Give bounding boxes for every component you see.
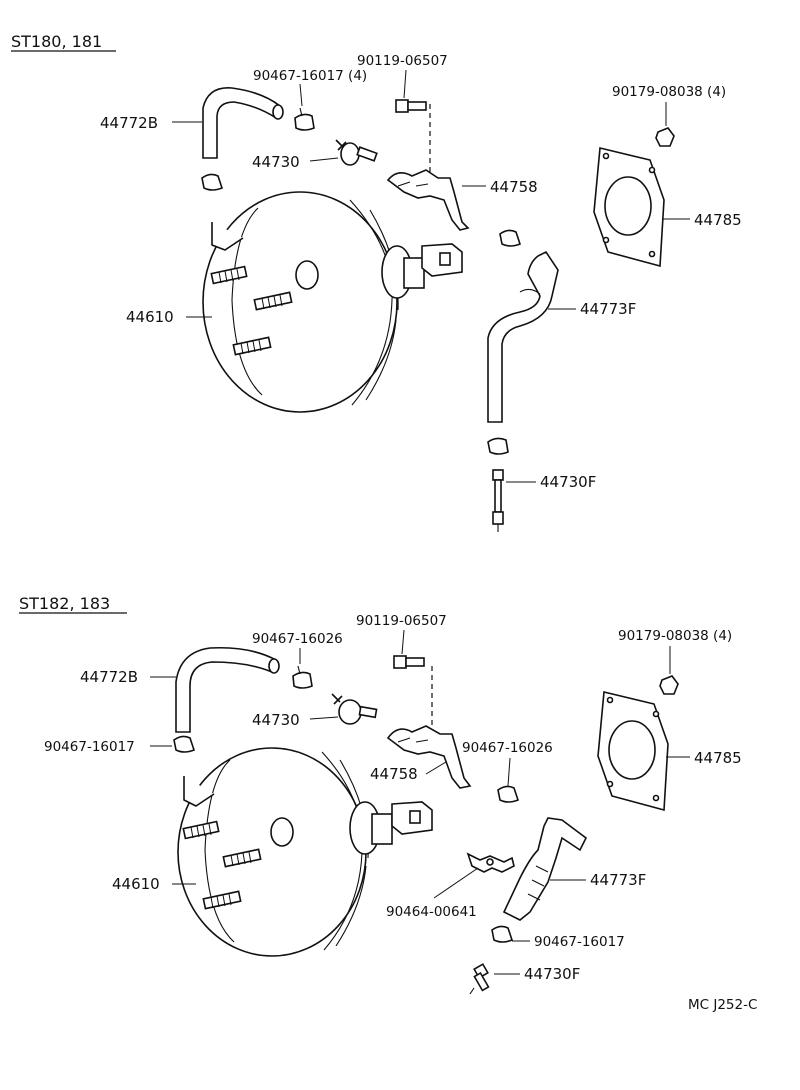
label-90467-16017: 90467-16017	[44, 739, 135, 755]
label-90119-06507: 90119-06507	[356, 613, 447, 629]
section-st182: ST182, 183 44610	[19, 594, 742, 995]
label-44773f: 44773F	[590, 871, 646, 889]
label-44730f: 44730F	[524, 965, 580, 983]
vacuum-hose-44772b	[175, 646, 280, 733]
label-90467-16026: 90467-16026	[252, 631, 343, 647]
check-valve-44730	[335, 139, 378, 166]
check-valve-44730f	[492, 469, 504, 532]
label-44730: 44730	[252, 711, 300, 729]
label-44730: 44730	[252, 153, 300, 171]
hose-clamp	[491, 925, 513, 943]
booster-studs	[210, 265, 293, 356]
label-90467-16026: 90467-16026	[462, 740, 553, 756]
label-90179-08038: 90179-08038 (4)	[612, 84, 726, 100]
nut-90179	[659, 675, 679, 695]
vacuum-hose-44773f	[487, 250, 559, 423]
label-90179-08038: 90179-08038 (4)	[618, 628, 732, 644]
label-44785: 44785	[694, 211, 742, 229]
brake-booster	[177, 747, 433, 957]
footer-code: MC J252-C	[688, 997, 757, 1013]
bracket-44758	[386, 169, 470, 231]
label-44730f: 44730F	[540, 473, 596, 491]
label-90119-06507: 90119-06507	[357, 53, 448, 69]
brake-booster	[202, 191, 463, 413]
hose-clip-90464	[466, 852, 515, 873]
label-44772b: 44772B	[100, 114, 158, 132]
hose-clamp	[499, 229, 521, 247]
check-valve-44730f	[469, 963, 490, 995]
hose-clamp	[497, 785, 519, 803]
section-st180: ST180, 181 44610	[11, 32, 742, 532]
label-90467-16017: 90467-16017	[534, 934, 625, 950]
hose-clamp	[294, 107, 315, 131]
hose-clamp	[173, 735, 195, 753]
leader-90119-06507	[401, 629, 405, 655]
label-44773f: 44773F	[580, 300, 636, 318]
leader-90467-16026	[507, 757, 511, 787]
vacuum-hose-44772b	[202, 87, 284, 159]
hose-clamp	[292, 665, 313, 689]
bolt-90119	[393, 655, 425, 669]
gasket-44785	[597, 691, 669, 812]
label-44785: 44785	[694, 749, 742, 767]
gasket-44785	[593, 147, 665, 268]
leader-90467-16017	[299, 83, 303, 107]
bolt-90119	[395, 99, 427, 113]
leader-44730	[309, 157, 339, 162]
section-heading: ST182, 183	[19, 594, 110, 613]
label-44772b: 44772B	[80, 668, 138, 686]
booster-studs	[182, 820, 262, 910]
hose-clamp	[487, 437, 509, 455]
label-90467-16017: 90467-16017 (4)	[253, 68, 367, 84]
section-heading: ST180, 181	[11, 32, 102, 51]
check-valve-44730	[331, 693, 378, 725]
nut-90179	[655, 127, 675, 147]
leader-44730	[309, 716, 339, 720]
vacuum-hose-44773f	[502, 817, 588, 921]
leader-90119-06507	[403, 69, 407, 99]
label-44758: 44758	[490, 178, 538, 196]
label-44610: 44610	[112, 875, 160, 893]
label-44610: 44610	[126, 308, 174, 326]
leader-44758	[425, 761, 447, 775]
bracket-44758	[386, 725, 472, 789]
label-90464-00641: 90464-00641	[386, 904, 477, 920]
label-44758: 44758	[370, 765, 418, 783]
hose-clamp	[201, 173, 223, 191]
leader-90464-00641	[433, 867, 479, 899]
